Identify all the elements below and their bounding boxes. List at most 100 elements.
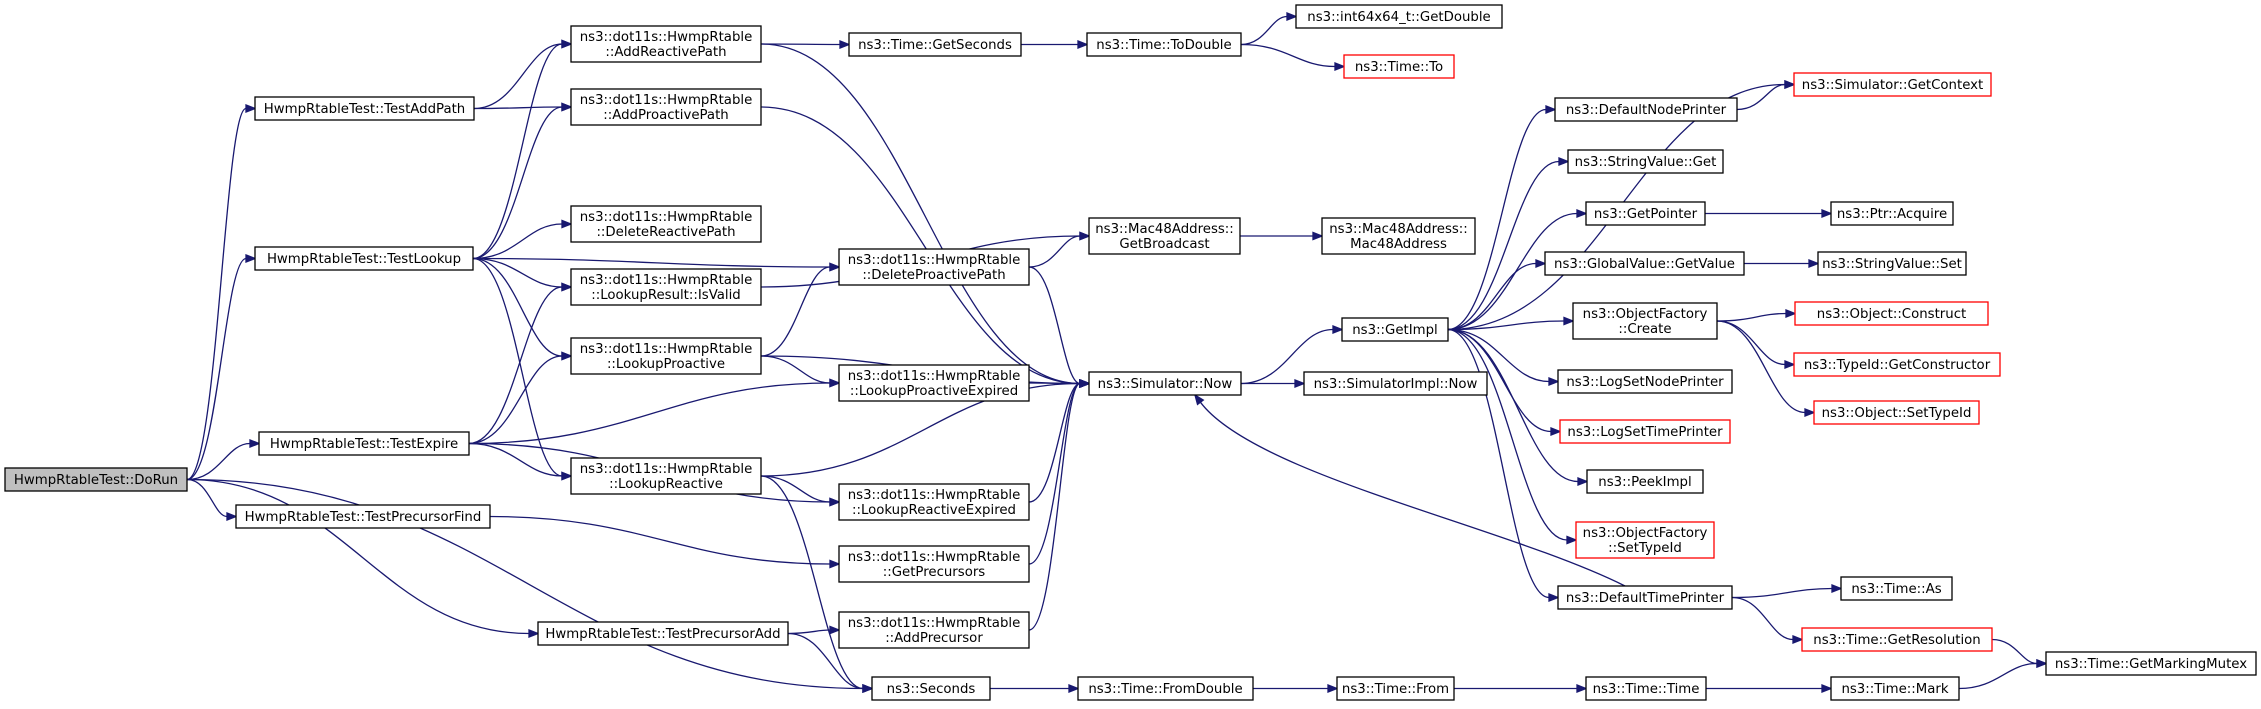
node-label: ns3::StringValue::Get — [1575, 155, 1717, 170]
node-getpointer[interactable]: ns3::GetPointer — [1585, 201, 1706, 226]
edge-line — [472, 223, 563, 260]
node-simimplnow[interactable]: ns3::SimulatorImpl::Now — [1303, 371, 1488, 396]
node-box — [4, 467, 188, 492]
node-addproactivepath[interactable]: ns3::dot11s::HwmpRtable::AddProactivePat… — [570, 88, 762, 126]
edge-line — [1447, 328, 1550, 383]
edge-getimpl-to-defaulttimeprinter — [1447, 328, 1560, 603]
edge-arrowhead — [249, 438, 261, 449]
node-label: ns3::Object::Construct — [1817, 307, 1966, 322]
edge-arrowhead — [1068, 683, 1080, 694]
node-timegetresolution[interactable]: ns3::Time::GetResolution — [1801, 627, 1993, 652]
edge-globalvaluegetvalue-to-stringvalueset — [1744, 258, 1820, 269]
node-box — [570, 337, 762, 375]
node-objectfactorycreate[interactable]: ns3::ObjectFactory::Create — [1572, 302, 1718, 340]
edge-line — [1447, 328, 1550, 599]
node-getimpl[interactable]: ns3::GetImpl — [1341, 317, 1449, 342]
edge-getimpl-to-objectfactorysettypeid — [1447, 328, 1578, 545]
edge-testlookup-to-isvalid — [472, 257, 573, 292]
node-seconds[interactable]: ns3::Seconds — [871, 676, 991, 701]
edge-getimpl-to-logsetnodeprinter — [1447, 328, 1560, 387]
node-testexpire[interactable]: HwmpRtableTest::TestExpire — [258, 431, 470, 456]
node-isvalid[interactable]: ns3::dot11s::HwmpRtable::LookupResult::I… — [570, 268, 762, 306]
node-lookupproactive[interactable]: ns3::dot11s::HwmpRtable::LookupProactive — [570, 337, 762, 375]
node-stringvalueset[interactable]: ns3::StringValue::Set — [1817, 251, 1967, 276]
node-testprecursorfind[interactable]: HwmpRtableTest::TestPrecursorFind — [235, 504, 491, 529]
node-todouble[interactable]: ns3::Time::ToDouble — [1086, 32, 1242, 57]
node-label: ns3::dot11s::HwmpRtable — [580, 93, 753, 108]
node-objectsettypeid[interactable]: ns3::Object::SetTypeId — [1813, 400, 1980, 425]
edge-arrowhead — [245, 103, 257, 114]
edge-arrowhead — [528, 628, 540, 639]
node-addreactivepath[interactable]: ns3::dot11s::HwmpRtable::AddReactivePath — [570, 25, 762, 63]
edge-line — [760, 43, 1081, 385]
edge-arrowhead — [829, 497, 841, 507]
node-label: ns3::dot11s::HwmpRtable — [848, 550, 1021, 565]
node-logsettimeprinter[interactable]: ns3::LogSetTimePrinter — [1559, 419, 1731, 444]
edge-line — [1716, 312, 1787, 322]
node-objectfactorysettypeid[interactable]: ns3::ObjectFactory::SetTypeId — [1575, 521, 1715, 559]
node-box — [235, 504, 491, 529]
node-timefrom[interactable]: ns3::Time::From — [1336, 676, 1455, 701]
node-lookupproactiveexpired[interactable]: ns3::dot11s::HwmpRtable::LookupProactive… — [838, 364, 1030, 402]
edge-arrowhead — [1312, 231, 1324, 241]
node-defaulttimeprinter[interactable]: ns3::DefaultTimePrinter — [1557, 585, 1733, 610]
node-timemark[interactable]: ns3::Time::Mark — [1830, 676, 1960, 701]
node-typeidgetconstructor[interactable]: ns3::TypeId::GetConstructor — [1793, 352, 2001, 377]
node-lookupreactive[interactable]: ns3::dot11s::HwmpRtable::LookupReactive — [570, 457, 762, 495]
edge-line — [760, 382, 1081, 477]
node-getmarkingmutex[interactable]: ns3::Time::GetMarkingMutex — [2045, 651, 2257, 676]
node-timeto[interactable]: ns3::Time::To — [1343, 54, 1455, 79]
node-deletereactivepath[interactable]: ns3::dot11s::HwmpRtable::DeleteReactiveP… — [570, 205, 762, 243]
edge-line — [1731, 596, 1794, 641]
node-deleteproactivepath[interactable]: ns3::dot11s::HwmpRtable::DeleteProactive… — [838, 248, 1030, 286]
edge-fromdouble-to-timefrom — [1253, 683, 1339, 694]
node-testlookup[interactable]: HwmpRtableTest::TestLookup — [254, 246, 474, 271]
edge-testlookup-to-lookupreactive — [472, 257, 573, 481]
node-getcontext[interactable]: ns3::Simulator::GetContext — [1793, 72, 1992, 97]
node-label: ns3::DefaultTimePrinter — [1566, 591, 1725, 606]
edge-arrowhead — [1332, 324, 1344, 335]
node-getprecursors[interactable]: ns3::dot11s::HwmpRtable::GetPrecursors — [838, 545, 1030, 583]
node-timetime[interactable]: ns3::Time::Time — [1585, 676, 1707, 701]
node-ptracquire[interactable]: ns3::Ptr::Acquire — [1830, 201, 1954, 226]
node-simnow[interactable]: ns3::Simulator::Now — [1088, 371, 1242, 396]
node-label: ns3::GetPointer — [1594, 207, 1698, 222]
node-getseconds[interactable]: ns3::Time::GetSeconds — [848, 32, 1022, 57]
node-label: ns3::StringValue::Set — [1822, 257, 1962, 272]
edge-lookupproactive-to-deleteproactivepath — [760, 262, 841, 357]
node-fromdouble[interactable]: ns3::Time::FromDouble — [1077, 676, 1254, 701]
node-int64getdouble[interactable]: ns3::int64x64_t::GetDouble — [1295, 4, 1503, 29]
edge-testprecursorfind-to-getprecursors — [489, 515, 841, 569]
node-label: ::LookupResult::IsValid — [591, 288, 741, 303]
edge-arrowhead — [1784, 79, 1796, 90]
node-box — [1557, 585, 1733, 610]
edge-arrowhead — [1535, 258, 1547, 269]
edge-arrowhead — [1334, 61, 1346, 72]
edge-arrowhead — [561, 102, 573, 112]
node-globalvaluegetvalue[interactable]: ns3::GlobalValue::GetValue — [1544, 251, 1745, 276]
node-addprecursor[interactable]: ns3::dot11s::HwmpRtable::AddPrecursor — [838, 611, 1030, 649]
node-timeas[interactable]: ns3::Time::As — [1840, 576, 1953, 601]
node-box — [1817, 251, 1967, 276]
node-label: ns3::Time::FromDouble — [1088, 682, 1242, 697]
node-mac48address[interactable]: ns3::Mac48Address::Mac48Address — [1321, 217, 1476, 255]
node-lookupreactiveexpired[interactable]: ns3::dot11s::HwmpRtable::LookupReactiveE… — [838, 483, 1030, 521]
edge-line — [1447, 108, 1547, 331]
node-box — [254, 96, 475, 121]
edge-deleteproactivepath-to-simnow — [1028, 266, 1091, 389]
node-objectconstruct[interactable]: ns3::Object::Construct — [1794, 301, 1989, 326]
edge-defaulttimeprinter-to-simnow — [1193, 393, 1626, 587]
node-logsetnodeprinter[interactable]: ns3::LogSetNodePrinter — [1557, 369, 1733, 394]
node-defaultnodeprinter[interactable]: ns3::DefaultNodePrinter — [1554, 97, 1738, 122]
call-graph-edges — [186, 11, 2048, 694]
edge-dorun-to-testprecursorfind — [186, 478, 238, 522]
node-stringvalueget[interactable]: ns3::StringValue::Get — [1567, 149, 1724, 174]
node-peekimpl[interactable]: ns3::PeekImpl — [1586, 469, 1704, 494]
edge-line — [489, 515, 831, 565]
node-getbroadcast[interactable]: ns3::Mac48Address::GetBroadcast — [1088, 217, 1241, 255]
node-testprecursoradd[interactable]: HwmpRtableTest::TestPrecursorAdd — [537, 621, 789, 646]
node-label: ns3::TypeId::GetConstructor — [1804, 358, 1991, 373]
node-testaddpath[interactable]: HwmpRtableTest::TestAddPath — [254, 96, 475, 121]
node-label: ns3::Time::As — [1851, 582, 1941, 597]
node-dorun[interactable]: HwmpRtableTest::DoRun — [4, 467, 188, 492]
